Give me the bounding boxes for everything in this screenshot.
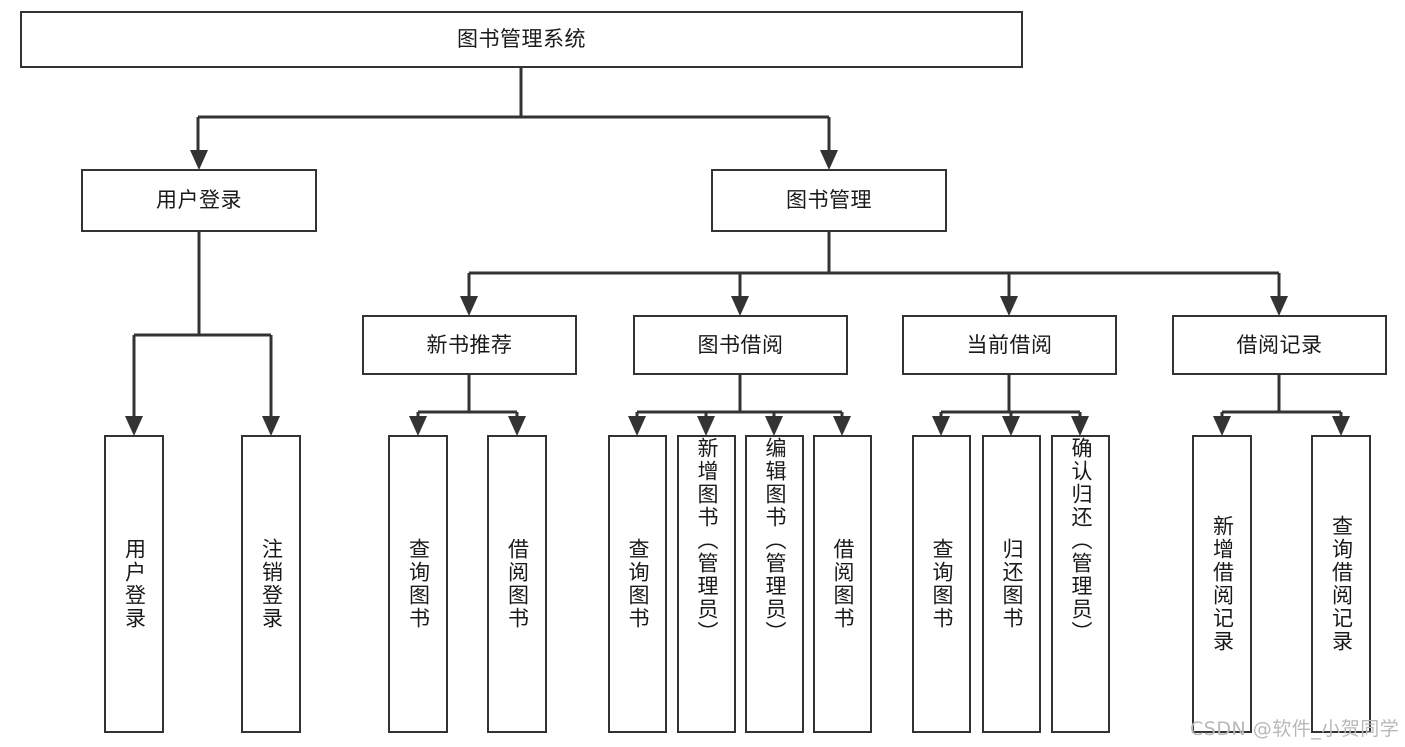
node-book-borrow-label: 图书借阅 (697, 332, 784, 357)
node-new-book-rec-label: 新书推荐 (426, 332, 513, 357)
leaf-return-book[interactable]: 归还图书 (982, 435, 1041, 733)
arrowhead-bookborrow (731, 296, 749, 316)
node-user-login[interactable]: 用户登录 (81, 169, 317, 232)
leaf-user-login[interactable]: 用户登录 (104, 435, 164, 733)
leaf-edit-book[interactable]: 编辑图书（管理员） (745, 435, 804, 733)
leaf-add-book-label: 新增图书（管理员） (695, 437, 719, 644)
leaf-query-book-3-label: 查询图书 (930, 538, 954, 630)
arrowhead-leaf-query-book-3 (932, 416, 950, 436)
arrowhead-user-login (190, 150, 208, 170)
arrowhead-leaf-edit-book (765, 416, 783, 436)
leaf-user-login-label: 用户登录 (122, 538, 147, 630)
arrowhead-leaf-confirm-return (1071, 416, 1089, 436)
node-root-label: 图书管理系统 (457, 27, 586, 52)
leaf-borrow-book-2[interactable]: 借阅图书 (813, 435, 872, 733)
node-current-borrow-label: 当前借阅 (966, 332, 1053, 357)
leaf-borrow-book-1-label: 借阅图书 (505, 538, 530, 630)
leaf-query-book-2[interactable]: 查询图书 (608, 435, 667, 733)
node-current-borrow[interactable]: 当前借阅 (902, 315, 1117, 375)
leaf-query-record-label: 查询借阅记录 (1329, 515, 1354, 653)
leaf-confirm-return[interactable]: 确认归还（管理员） (1051, 435, 1110, 733)
leaf-logout[interactable]: 注销登录 (241, 435, 301, 733)
arrowhead-newbook (460, 296, 478, 316)
leaf-return-book-label: 归还图书 (1000, 538, 1024, 630)
arrowhead-book-manage (820, 150, 838, 170)
node-root[interactable]: 图书管理系统 (20, 11, 1023, 68)
node-borrow-record[interactable]: 借阅记录 (1172, 315, 1387, 375)
leaf-query-book-1-label: 查询图书 (406, 538, 431, 630)
arrowhead-leaf-user-login (125, 416, 143, 436)
leaf-edit-book-label: 编辑图书（管理员） (763, 437, 787, 644)
arrowhead-leaf-query-book-1 (409, 416, 427, 436)
leaf-add-book[interactable]: 新增图书（管理员） (677, 435, 736, 733)
node-book-manage-label: 图书管理 (786, 188, 872, 213)
arrowhead-leaf-borrow-book-2 (833, 416, 851, 436)
arrowhead-leaf-query-book-2 (628, 416, 646, 436)
leaf-logout-label: 注销登录 (259, 538, 284, 630)
node-book-borrow[interactable]: 图书借阅 (633, 315, 848, 375)
node-book-manage[interactable]: 图书管理 (711, 169, 947, 232)
leaf-query-book-2-label: 查询图书 (626, 538, 650, 630)
leaf-query-book-3[interactable]: 查询图书 (912, 435, 971, 733)
leaf-add-record[interactable]: 新增借阅记录 (1192, 435, 1252, 733)
arrowhead-leaf-add-book (697, 416, 715, 436)
arrowhead-leaf-borrow-book-1 (508, 416, 526, 436)
arrowhead-leaf-add-record (1213, 416, 1231, 436)
leaf-confirm-return-label: 确认归还（管理员） (1069, 437, 1093, 644)
leaf-add-record-label: 新增借阅记录 (1210, 515, 1235, 653)
node-user-login-label: 用户登录 (156, 188, 242, 213)
arrowhead-borrowrecord (1270, 296, 1288, 316)
leaf-borrow-book-1[interactable]: 借阅图书 (487, 435, 547, 733)
leaf-query-record[interactable]: 查询借阅记录 (1311, 435, 1371, 733)
arrowhead-leaf-query-record (1332, 416, 1350, 436)
leaf-borrow-book-2-label: 借阅图书 (831, 538, 855, 630)
node-borrow-record-label: 借阅记录 (1236, 332, 1323, 357)
arrowhead-leaf-return-book (1002, 416, 1020, 436)
arrowhead-currentborrow (1000, 296, 1018, 316)
node-new-book-rec[interactable]: 新书推荐 (362, 315, 577, 375)
watermark-text: CSDN @软件_小贺同学 (1190, 718, 1400, 740)
arrowhead-leaf-logout (262, 416, 280, 436)
leaf-query-book-1[interactable]: 查询图书 (388, 435, 448, 733)
